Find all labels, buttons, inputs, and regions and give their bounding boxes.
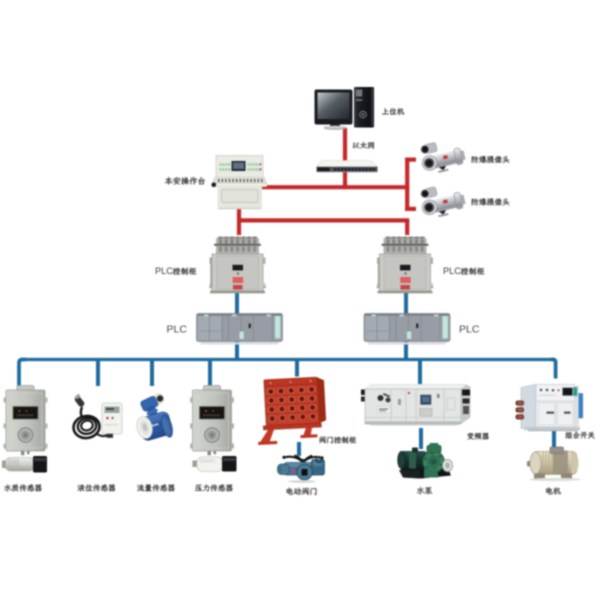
svg-text:PLC: PLC	[443, 266, 461, 276]
svg-text:PLC: PLC	[167, 324, 188, 336]
svg-text:PLC: PLC	[155, 266, 173, 276]
svg-text:PLC: PLC	[459, 324, 480, 336]
